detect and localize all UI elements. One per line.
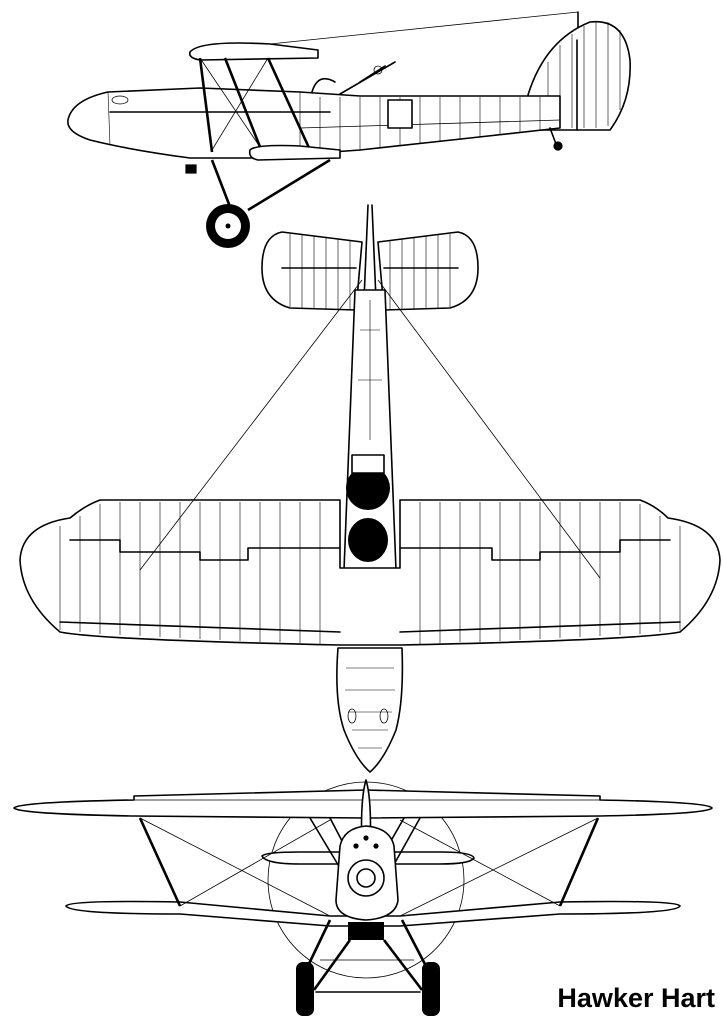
side-fuselage — [67, 87, 561, 159]
front-radiator — [348, 922, 384, 940]
side-view — [67, 11, 631, 248]
top-tailplane — [261, 231, 363, 311]
top-upper-wing — [19, 499, 721, 646]
front-lower-wing — [65, 900, 681, 927]
top-engine-nose — [336, 647, 404, 773]
front-spinner — [347, 859, 385, 897]
side-lower-wing — [248, 144, 341, 161]
front-right-wheel — [422, 962, 440, 1016]
top-view — [19, 204, 721, 773]
top-front-cockpit — [348, 518, 388, 562]
front-left-wheel — [296, 962, 314, 1016]
aircraft-name-label: Hawker Hart — [557, 983, 715, 1013]
front-view — [13, 779, 713, 1016]
top-rear-cockpit — [346, 466, 390, 510]
side-upper-wing — [188, 42, 319, 61]
